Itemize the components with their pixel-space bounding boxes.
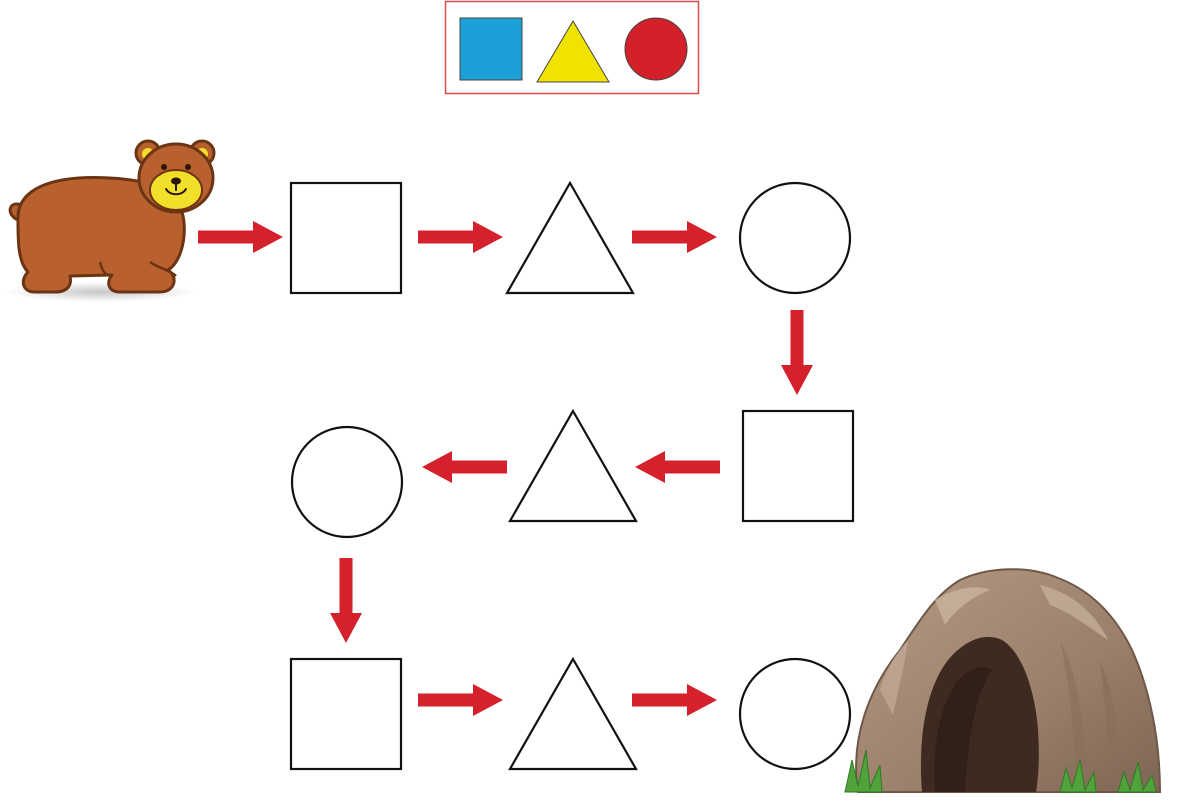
legend-square-icon[interactable] xyxy=(460,18,522,80)
path-arrows xyxy=(198,221,813,716)
slot-8-triangle[interactable] xyxy=(510,659,636,769)
shape-slots xyxy=(291,183,853,769)
slot-1-square[interactable] xyxy=(291,183,401,293)
legend-items xyxy=(460,18,687,82)
slot-7-square[interactable] xyxy=(291,659,401,769)
arrow-1-icon xyxy=(198,221,283,253)
slot-2-triangle[interactable] xyxy=(507,183,633,293)
legend-circle-icon[interactable] xyxy=(625,18,687,80)
legend-box xyxy=(446,2,699,94)
arrow-5-icon xyxy=(635,451,720,483)
arrow-9-icon xyxy=(632,684,717,716)
arrow-3-icon xyxy=(632,221,717,253)
arrow-6-icon xyxy=(422,451,507,483)
slot-9-circle[interactable] xyxy=(740,659,850,769)
slot-5-triangle[interactable] xyxy=(510,411,636,521)
slot-4-square[interactable] xyxy=(743,411,853,521)
slot-3-circle[interactable] xyxy=(740,183,850,293)
cave-icon xyxy=(845,569,1160,792)
arrow-4-icon xyxy=(781,310,813,395)
arrow-7-icon xyxy=(330,558,362,643)
bear-icon xyxy=(5,141,214,302)
slot-6-circle[interactable] xyxy=(292,427,402,537)
arrow-8-icon xyxy=(418,684,503,716)
arrow-2-icon xyxy=(418,221,503,253)
